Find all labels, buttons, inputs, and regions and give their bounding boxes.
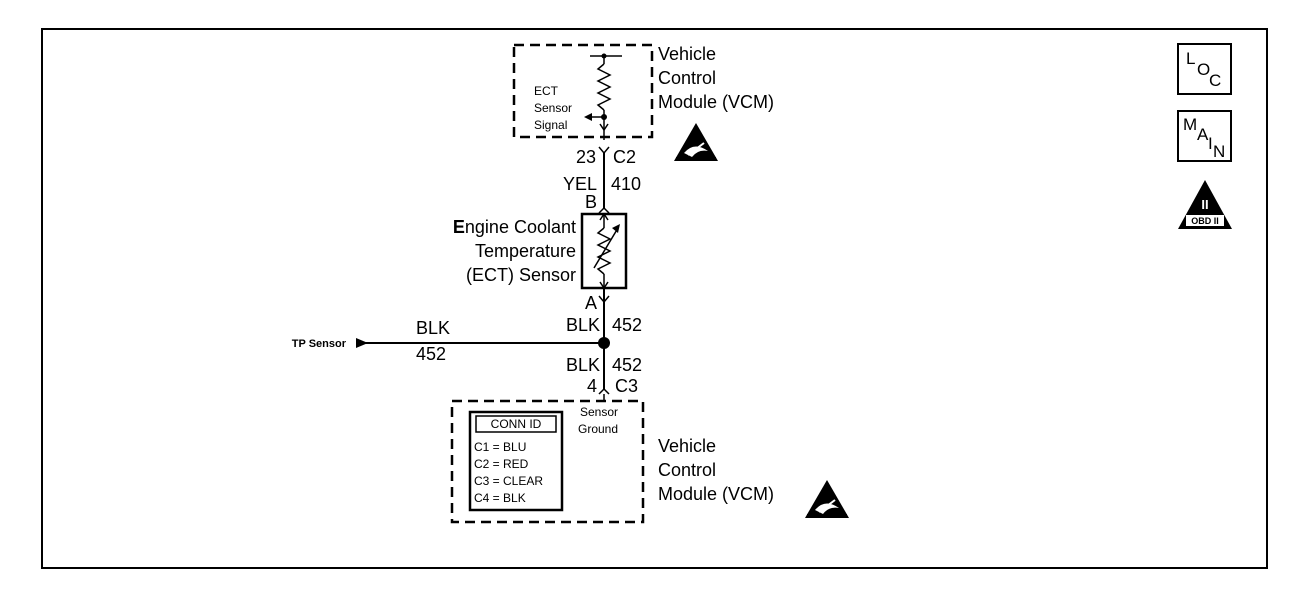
esd-warning-icon-bottom — [804, 479, 850, 519]
sensor-name-3: (ECT) Sensor — [466, 265, 576, 285]
wire-top-color: YEL — [563, 174, 597, 194]
wire-mid-color: BLK — [566, 315, 600, 335]
loc-letter-l: L — [1186, 49, 1195, 68]
vcm-bottom-title-2: Control — [658, 460, 716, 480]
ect-signal-label-2: Sensor — [534, 101, 572, 115]
vcm-top-title-2: Control — [658, 68, 716, 88]
wire-bottom-color: BLK — [566, 355, 600, 375]
vcm-bottom-title-3: Module (VCM) — [658, 484, 774, 504]
c2-pin-label: 23 — [576, 147, 596, 167]
connector-c2-symbol — [598, 146, 610, 155]
c3-pin-label: 4 — [587, 376, 597, 396]
sensor-ground-label-1: Sensor — [580, 405, 618, 419]
c2-connector-label: C2 — [613, 147, 636, 167]
loc-letter-c: C — [1209, 71, 1221, 90]
tp-wire-color: BLK — [416, 318, 450, 338]
sensor-terminal-b: B — [585, 192, 597, 212]
conn-id-table: CONN ID C1 = BLU C2 = RED C3 = CLEAR C4 … — [468, 410, 564, 512]
diagram-frame — [41, 28, 1268, 569]
wire-mid-circuit: 452 — [612, 315, 642, 335]
main-letter-m: M — [1183, 115, 1197, 134]
ect-signal-label-3: Signal — [534, 118, 567, 132]
thermistor-symbol — [593, 212, 620, 290]
connector-c3-symbol — [598, 387, 610, 395]
wire-bottom-circuit: 452 — [612, 355, 642, 375]
main-letter-i: I — [1208, 134, 1213, 153]
wire-top-circuit: 410 — [611, 174, 641, 194]
vcm-bottom-box — [450, 399, 645, 524]
conn-id-row-3: C3 = CLEAR — [474, 474, 543, 488]
sensor-ground-label-2: Ground — [578, 422, 618, 436]
vcm-top-box — [512, 43, 654, 139]
obd-icon-bottom: OBD II — [1191, 216, 1219, 226]
loc-letter-o: O — [1197, 60, 1210, 79]
c3-connector-label: C3 — [615, 376, 638, 396]
main-letter-n: N — [1213, 142, 1225, 161]
terminal-b-symbol — [598, 206, 610, 214]
sensor-name-2: Temperature — [475, 241, 576, 261]
esd-warning-icon-top — [673, 122, 719, 162]
vcm-top-title-3: Module (VCM) — [658, 92, 774, 112]
conn-id-row-2: C2 = RED — [474, 457, 529, 471]
main-letter-a: A — [1197, 125, 1209, 144]
sensor-name-1: Engine Coolant — [453, 217, 576, 237]
tp-wire-circuit: 452 — [416, 344, 446, 364]
obd-icon-top: II — [1201, 197, 1208, 212]
conn-id-row-4: C4 = BLK — [474, 491, 526, 505]
vcm-top-title-1: Vehicle — [658, 44, 716, 64]
sensor-name-initial: E — [453, 217, 465, 237]
tp-arrow-icon — [356, 338, 368, 348]
pullup-resistor — [584, 53, 622, 140]
obd-ii-icon[interactable]: II OBD II — [1178, 180, 1232, 229]
loc-icon[interactable]: L O C — [1177, 43, 1232, 95]
main-icon[interactable]: M A I N — [1177, 110, 1232, 162]
ect-signal-label-1: ECT — [534, 84, 559, 98]
conn-id-row-1: C1 = BLU — [474, 440, 526, 454]
tp-sensor-label: TP Sensor — [292, 338, 347, 350]
conn-id-header: CONN ID — [491, 417, 542, 431]
vcm-bottom-title-1: Vehicle — [658, 436, 716, 456]
sensor-name-rest: ngine Coolant — [465, 217, 576, 237]
sensor-terminal-a: A — [585, 293, 597, 313]
